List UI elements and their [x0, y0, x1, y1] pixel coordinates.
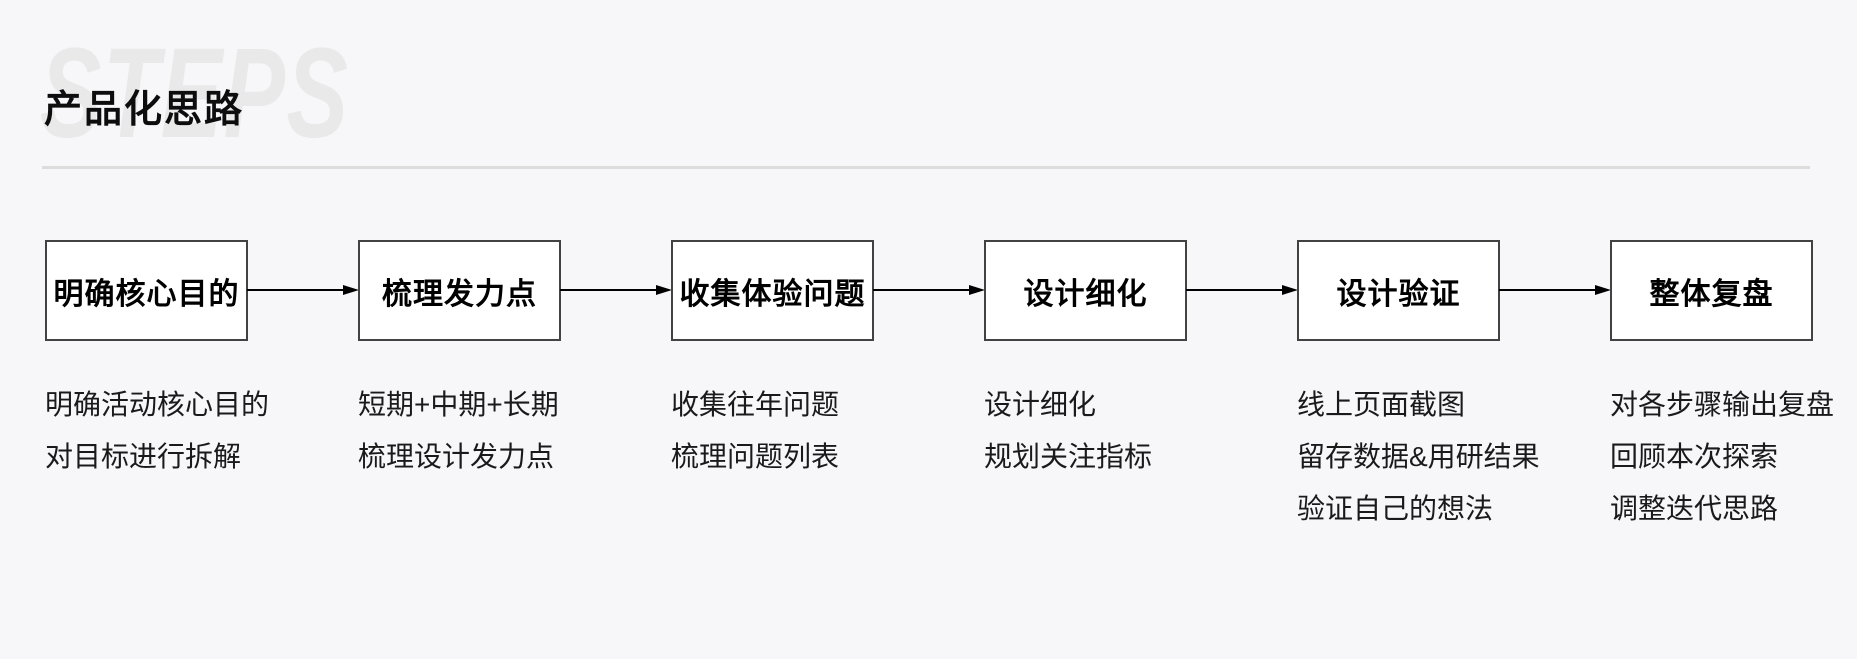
- step-note: 调整迭代思路: [1610, 493, 1779, 524]
- step-note: 梳理设计发力点: [358, 441, 555, 472]
- step-box-5: 设计验证: [1297, 240, 1500, 341]
- step-box-2: 梳理发力点: [358, 240, 561, 341]
- step-box-1: 明确核心目的: [45, 240, 248, 341]
- step-note: 明确活动核心目的: [45, 389, 270, 420]
- step-notes-1: 明确活动核心目的对目标进行拆解: [45, 379, 269, 483]
- flow-arrow-icon: [1186, 285, 1298, 295]
- flow-arrow-icon: [873, 285, 985, 295]
- flow-arrow-icon: [247, 285, 359, 295]
- divider-line: [42, 166, 1810, 169]
- step-label: 梳理发力点: [382, 277, 537, 311]
- step-notes-5: 线上页面截图留存数据&用研结果验证自己的想法: [1297, 379, 1540, 535]
- step-note: 梳理问题列表: [671, 441, 840, 472]
- step-note: 收集往年问题: [671, 389, 840, 420]
- step-note: 验证自己的想法: [1297, 493, 1494, 524]
- step-box-3: 收集体验问题: [671, 240, 874, 341]
- page-title: 产品化思路: [44, 89, 245, 131]
- step-label: 整体复盘: [1649, 277, 1774, 311]
- step-notes-3: 收集往年问题梳理问题列表: [671, 379, 839, 483]
- step-note: 对目标进行拆解: [45, 441, 242, 472]
- step-box-4: 设计细化: [984, 240, 1187, 341]
- step-note: 留存数据&用研结果: [1297, 441, 1540, 472]
- steps-watermark-text: STEPS: [40, 22, 350, 165]
- step-label: 收集体验问题: [679, 277, 866, 311]
- step-label: 明确核心目的: [53, 277, 240, 311]
- step-note: 对各步骤输出复盘: [1610, 389, 1835, 420]
- step-label: 设计细化: [1023, 277, 1148, 311]
- flow-arrow-icon: [1499, 285, 1611, 295]
- flow-arrow-icon: [560, 285, 672, 295]
- step-box-6: 整体复盘: [1610, 240, 1813, 341]
- step-note: 回顾本次探索: [1610, 441, 1779, 472]
- step-notes-4: 设计细化规划关注指标: [984, 379, 1152, 483]
- step-label: 设计验证: [1336, 277, 1461, 311]
- step-notes-6: 对各步骤输出复盘回顾本次探索调整迭代思路: [1610, 379, 1834, 535]
- step-notes-2: 短期+中期+长期梳理设计发力点: [358, 379, 559, 483]
- step-note: 线上页面截图: [1297, 389, 1466, 420]
- step-note: 规划关注指标: [984, 441, 1153, 472]
- step-note: 短期+中期+长期: [358, 389, 559, 420]
- step-note: 设计细化: [984, 389, 1097, 420]
